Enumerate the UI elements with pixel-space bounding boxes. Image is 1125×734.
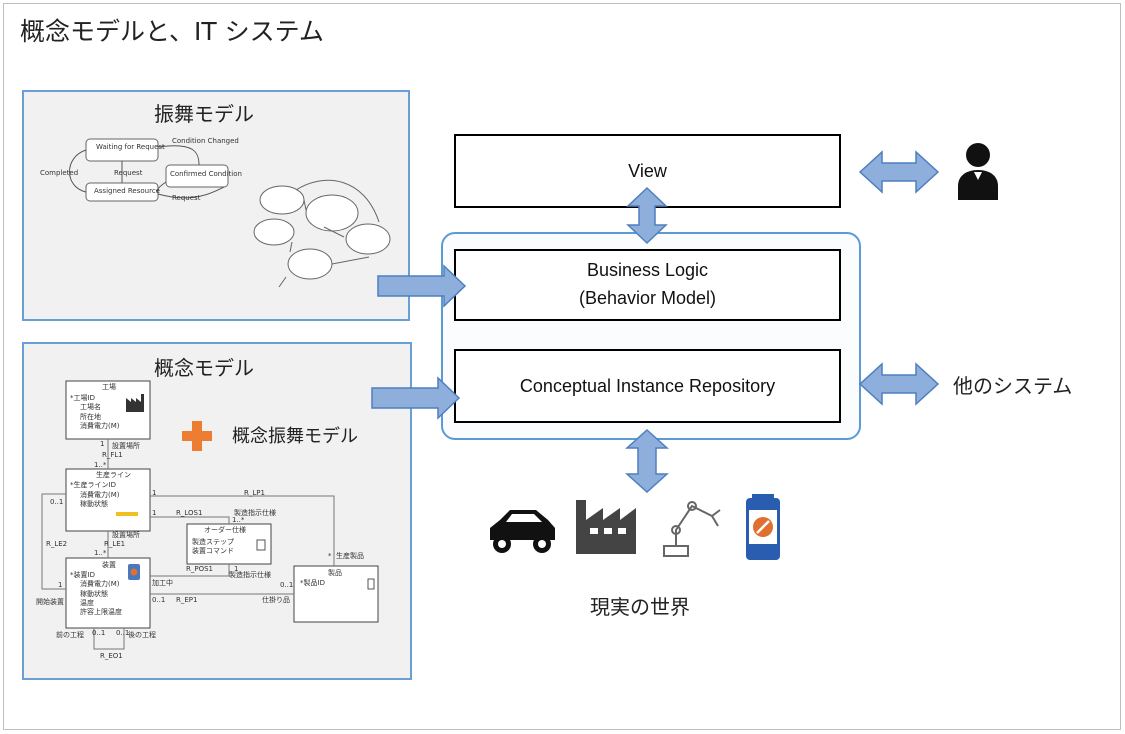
rel-star: *	[328, 552, 332, 560]
class-factory-attr-1: 工場名	[80, 403, 101, 411]
view-box: View	[454, 134, 841, 208]
rel-r-fl1: R_FL1	[102, 451, 123, 459]
class-factory-attr-2: 所在地	[80, 413, 101, 421]
rel-mfg-spec: 製造指示仕様	[234, 509, 276, 517]
class-order-attr-1: 装置コマンド	[192, 547, 234, 555]
class-device-attr-4: 許容上限温度	[80, 608, 122, 616]
arrow-view-person	[858, 150, 940, 194]
rel-processing: 加工中	[152, 579, 173, 587]
state-diagram	[69, 138, 391, 288]
arrow-behavior-to-logic	[377, 264, 467, 308]
rel-many-a: 1..*	[94, 461, 107, 469]
class-device-attr-2: 稼動状態	[80, 590, 108, 598]
behavior-model-panel: 振舞モデル Waiting for Request Condition Chan…	[22, 90, 410, 321]
arrow-repository-world	[625, 428, 669, 494]
class-factory-name: 工場	[102, 383, 116, 391]
rel-zero-one-c: 0..1	[152, 596, 166, 604]
business-logic-label: Business Logic	[586, 260, 709, 281]
business-logic-sublabel: (Behavior Model)	[578, 288, 717, 308]
person-icon	[958, 143, 998, 200]
rel-many-c: 1..*	[94, 549, 107, 557]
class-product-name: 製品	[328, 569, 342, 577]
rel-setplace1: 設置場所	[112, 442, 140, 450]
rel-one-e: 1	[58, 581, 63, 589]
arrow-concept-to-repository	[371, 376, 461, 420]
concept-model-panel: 概念モデル 工場 *工場ID 工場名 所在地 消費電力(M) 生産ライン *生産…	[22, 342, 412, 680]
arrow-view-logic	[626, 186, 668, 245]
rel-start-device: 開始装置	[36, 598, 64, 606]
rel-zero-one-b: 0..1	[280, 581, 294, 589]
plus-sign-icon	[182, 421, 212, 451]
car-icon	[490, 510, 555, 553]
arrow-repository-other	[858, 362, 940, 406]
class-line-attr-1: 消費電力(M)	[80, 491, 120, 499]
rel-many-b: 1..*	[232, 516, 245, 524]
class-device-attr-0: *装置ID	[70, 571, 95, 579]
class-device-attr-1: 消費電力(M)	[80, 580, 120, 588]
figure-frame	[3, 3, 1121, 730]
behavior-panel-title: 振舞モデル	[154, 102, 254, 126]
state-assigned: Assigned Resource	[94, 187, 160, 195]
rel-next-step: 後の工程	[128, 631, 156, 639]
repository-label: Conceptual Instance Repository	[519, 375, 776, 396]
plus-label: 概念振舞モデル	[232, 426, 358, 447]
rel-r-ep1: R_EP1	[176, 596, 198, 604]
rel-r-pos1: R_POS1	[186, 565, 213, 573]
rel-one-a: 1	[100, 440, 105, 448]
class-line-name: 生産ライン	[96, 471, 131, 479]
repository-box: Conceptual Instance Repository	[454, 349, 841, 423]
class-diagram	[41, 380, 379, 650]
real-world-label: 現実の世界	[590, 595, 690, 619]
rel-zero-one-a: 0..1	[50, 498, 64, 506]
concept-panel-title: 概念モデル	[154, 356, 254, 380]
state-condition-changed-label: Condition Changed	[172, 137, 239, 145]
rel-one-d: 1	[234, 565, 239, 573]
class-factory-attr-0: *工場ID	[70, 394, 95, 402]
rel-r-lp1: R_LP1	[244, 489, 265, 497]
factory-mini-icon	[126, 394, 144, 412]
class-order-name: オーダー仕様	[204, 526, 246, 534]
rel-one-b: 1	[152, 489, 157, 497]
view-label: View	[628, 160, 667, 181]
class-order-attr-0: 製造ステップ	[192, 538, 234, 546]
class-device-attr-3: 温度	[80, 599, 94, 607]
class-product-attr-0: *製品ID	[300, 579, 325, 587]
rel-finished: 仕掛り品	[262, 596, 290, 604]
factory-icon	[576, 500, 636, 554]
rel-prev-step: 前の工程	[56, 631, 84, 639]
state-request-label: Request	[114, 169, 143, 177]
state-waiting: Waiting for Request	[96, 143, 165, 151]
class-line-attr-2: 稼動状態	[80, 500, 108, 508]
rel-r-le2: R_LE2	[46, 540, 68, 548]
rel-r-le1: R_LE1	[104, 540, 126, 548]
robot-arm-icon	[663, 501, 721, 557]
rel-zero-one-d: 0..1	[92, 629, 106, 637]
rel-produced: 生産製品	[336, 552, 364, 560]
rel-r-eo1: R_EO1	[100, 652, 123, 660]
page-title: 概念モデルと、IT システム	[20, 17, 324, 46]
rel-setplace2: 設置場所	[112, 531, 140, 539]
class-line-attr-0: *生産ラインID	[70, 481, 116, 489]
rel-one-c: 1	[152, 509, 157, 517]
rel-r-los1: R_LOS1	[176, 509, 203, 517]
rel-mfg-spec2: 製造指示仕様	[229, 571, 271, 579]
class-factory-attr-3: 消費電力(M)	[80, 422, 120, 430]
state-confirmed: Confirmed Condition	[170, 170, 242, 178]
battery-icon	[746, 494, 780, 560]
state-completed-label: Completed	[40, 169, 79, 177]
business-logic-box: Business Logic (Behavior Model)	[454, 249, 841, 321]
rel-zero-one-e: 0..1	[116, 629, 130, 637]
other-systems-label: 他のシステム	[953, 374, 1073, 398]
class-device-name: 装置	[102, 561, 116, 569]
state-request2-label: Request	[172, 194, 201, 202]
